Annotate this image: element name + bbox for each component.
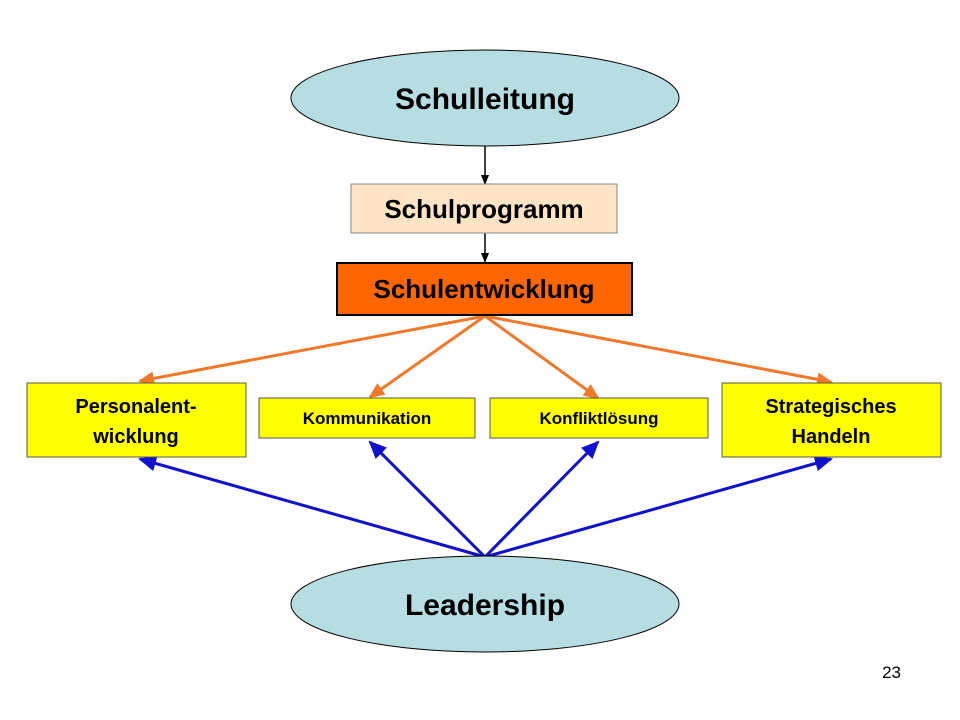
node-schulleitung: Schulleitung xyxy=(290,49,680,147)
schulentwicklung-shape xyxy=(336,262,633,316)
node-leadership: Leadership xyxy=(290,555,680,653)
node-schulentwicklung: Schulentwicklung xyxy=(336,262,633,316)
personalentwicklung-shape xyxy=(26,382,247,458)
node-schulprogramm: Schulprogramm xyxy=(350,183,618,234)
kommunikation-shape xyxy=(258,397,476,439)
arrow-dev-to-konfliktloesung xyxy=(484,314,600,400)
arrow-leadership-to-kommunikation xyxy=(368,440,487,559)
schulleitung-label: Schulleitung xyxy=(395,83,575,116)
arrow-dev-to-strategisches-handeln xyxy=(484,314,833,387)
leadership-label: Leadership xyxy=(405,589,565,622)
arrow-dev-to-personalentwicklung xyxy=(138,314,486,386)
node-personalentwicklung: Personalent- wicklung xyxy=(26,382,247,458)
strategisches-handeln-label-line1: Strategisches xyxy=(765,396,896,418)
schulleitung-shape xyxy=(290,49,680,147)
schulprogramm-shape xyxy=(350,183,618,234)
kommunikation-label: Kommunikation xyxy=(303,409,431,428)
arrow-leadership-to-strategisches-handeln xyxy=(484,455,833,559)
node-strategisches-handeln: Strategisches Handeln xyxy=(721,382,942,458)
konfliktloesung-label: Konfliktlösung xyxy=(540,409,659,428)
schulentwicklung-label: Schulentwicklung xyxy=(373,274,594,304)
personalentwicklung-label-line1: Personalent- xyxy=(75,396,196,418)
page-number: 23 xyxy=(882,663,901,682)
konfliktloesung-shape xyxy=(489,397,709,439)
strategisches-handeln-label-line2: Handeln xyxy=(792,426,871,448)
leadership-shape xyxy=(290,555,680,653)
node-kommunikation: Kommunikation xyxy=(258,397,476,439)
schulprogramm-label: Schulprogramm xyxy=(384,194,583,224)
arrow-leadership-to-konfliktloesung xyxy=(483,440,600,559)
arrow-leadership-to-personalentwicklung xyxy=(138,455,486,559)
arrow-dev-to-kommunikation xyxy=(368,314,486,399)
strategisches-handeln-shape xyxy=(721,382,942,458)
personalentwicklung-label-line2: wicklung xyxy=(92,426,179,448)
node-konfliktloesung: Konfliktlösung xyxy=(489,397,709,439)
